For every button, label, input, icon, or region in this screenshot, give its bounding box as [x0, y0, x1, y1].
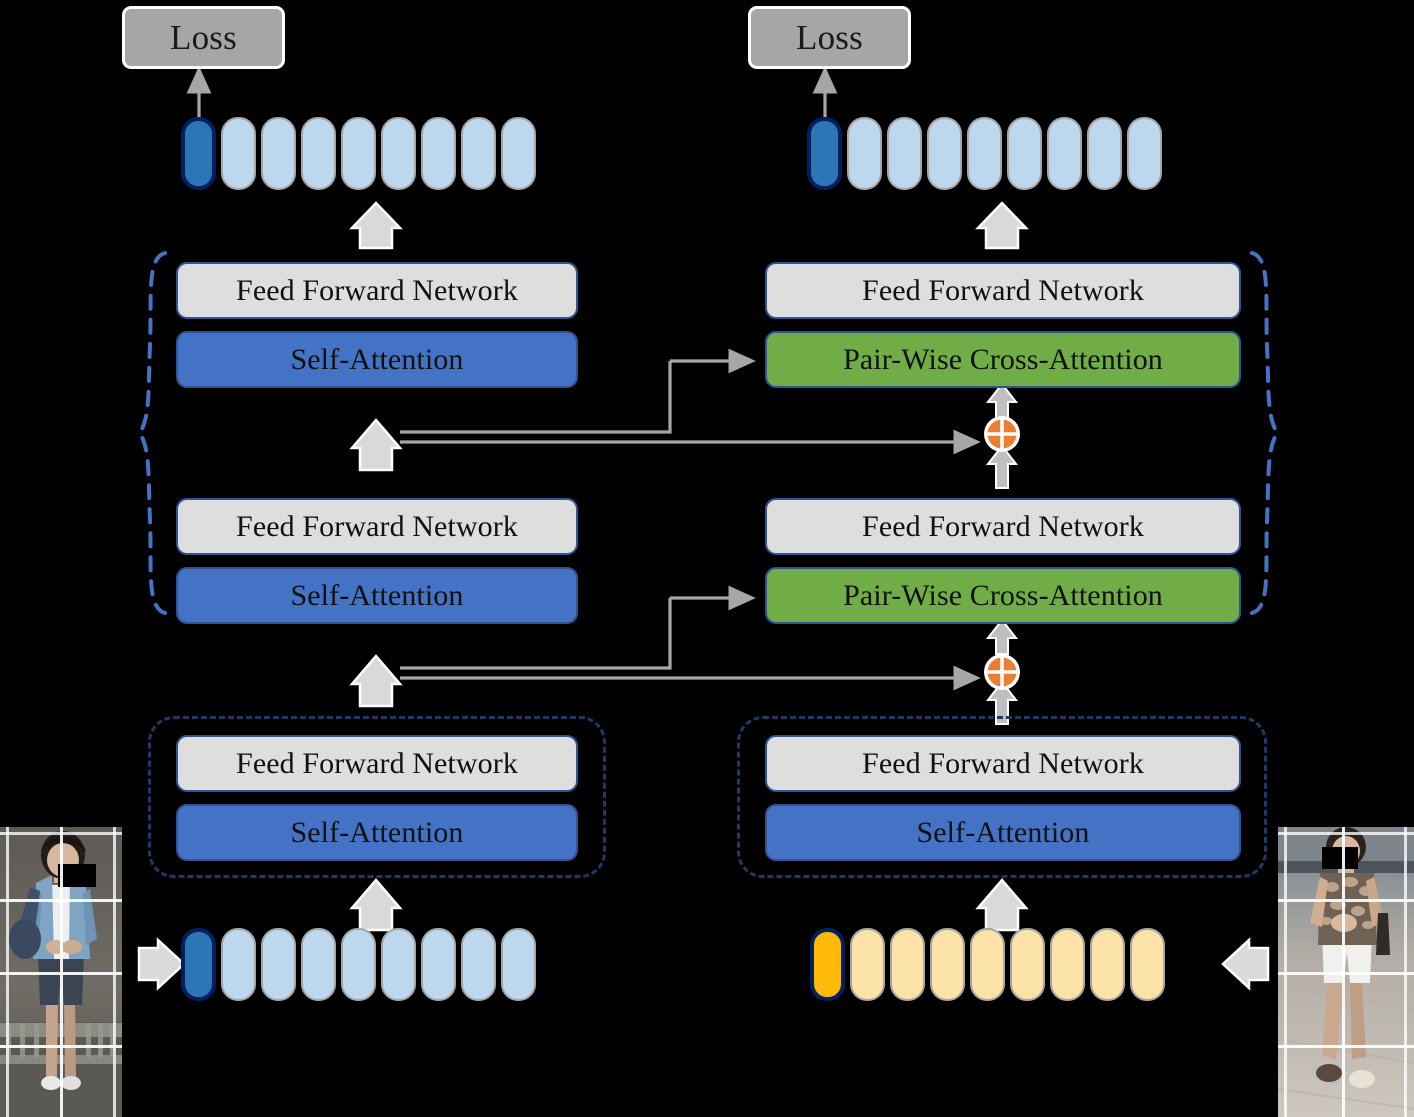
- patch-token: [1050, 928, 1085, 1001]
- self-attention-left-layer2: Self-Attention: [176, 567, 578, 624]
- ffn-left-layer2: Feed Forward Network: [176, 498, 578, 555]
- patch-token: [967, 117, 1002, 190]
- patch-token: [1047, 117, 1082, 190]
- patch-token: [301, 117, 336, 190]
- output-tokens-right: [807, 117, 1162, 190]
- patch-token: [341, 117, 376, 190]
- input-tokens-left: [181, 928, 536, 1001]
- patch-token: [381, 928, 416, 1001]
- person-image-right: [1278, 827, 1414, 1117]
- arrow-left-layer1-to-layer2: [349, 654, 403, 708]
- arrow-right-layer1-to-input: [975, 878, 1029, 932]
- patch-token: [1090, 928, 1125, 1001]
- person-image-left: [0, 827, 122, 1117]
- ffn-right-layer2: Feed Forward Network: [765, 498, 1241, 555]
- patch-token: [261, 117, 296, 190]
- arrow-add-lower-to-cross: [985, 618, 1019, 655]
- ffn-right-layer1: Feed Forward Network: [765, 735, 1241, 792]
- cls-token: [181, 117, 216, 190]
- patch-token: [927, 117, 962, 190]
- patch-grid-line: [0, 899, 122, 902]
- brace-right: [1250, 251, 1280, 615]
- self-attention-left-layer3: Self-Attention: [176, 331, 578, 388]
- patch-grid-line: [1278, 899, 1414, 902]
- loss-box-left: Loss: [122, 6, 285, 69]
- patch-token: [261, 928, 296, 1001]
- patch-grid-line: [0, 832, 122, 835]
- arrow-left-layer1-from-input: [349, 878, 403, 932]
- patch-grid-line: [1278, 1045, 1414, 1048]
- arrow-image-to-right-tokens: [1221, 937, 1270, 991]
- cross-attention-right-layer3: Pair-Wise Cross-Attention: [765, 331, 1241, 388]
- dashed-enclosure-right-layer1: [737, 716, 1267, 878]
- patch-token: [1007, 117, 1042, 190]
- patch-grid-line: [6, 827, 9, 1117]
- self-attention-right-layer1: Self-Attention: [765, 804, 1241, 861]
- self-attention-left-layer1: Self-Attention: [176, 804, 578, 861]
- patch-token: [970, 928, 1005, 1001]
- patch-token: [847, 117, 882, 190]
- patch-token: [221, 928, 256, 1001]
- patch-grid-line: [0, 1045, 122, 1048]
- patch-token: [221, 117, 256, 190]
- face-redaction-bar: [58, 864, 96, 887]
- arrow-right2-to-add-upper: [985, 444, 1019, 489]
- patch-token: [461, 928, 496, 1001]
- patch-token: [1087, 117, 1122, 190]
- patch-token: [890, 928, 925, 1001]
- cls-token: [181, 928, 216, 1001]
- patch-token: [381, 117, 416, 190]
- ffn-right-layer3: Feed Forward Network: [765, 262, 1241, 319]
- dashed-enclosure-left-layer1: [148, 716, 606, 878]
- arrow-right-layer3-to-output: [975, 201, 1029, 250]
- cls-token: [807, 117, 842, 190]
- arrow-left-layer2-to-layer3: [349, 418, 403, 472]
- patch-token: [301, 928, 336, 1001]
- ffn-left-layer1: Feed Forward Network: [176, 735, 578, 792]
- patch-token: [501, 117, 536, 190]
- arrow-add-upper-to-cross: [985, 382, 1019, 419]
- patch-grid-line: [0, 972, 122, 975]
- arrow-left-layer3-to-output: [349, 201, 403, 250]
- patch-grid-line: [1278, 972, 1414, 975]
- patch-token: [421, 117, 456, 190]
- patch-grid-line: [113, 827, 116, 1117]
- loss-box-right: Loss: [748, 6, 911, 69]
- patch-token: [850, 928, 885, 1001]
- brace-left: [137, 251, 167, 615]
- patch-token: [421, 928, 456, 1001]
- add-node-upper: [984, 416, 1020, 452]
- patch-grid-line: [1284, 827, 1287, 1117]
- patch-grid-line: [1404, 827, 1407, 1117]
- patch-token: [1010, 928, 1045, 1001]
- patch-token: [1130, 928, 1165, 1001]
- patch-token: [887, 117, 922, 190]
- patch-token: [501, 928, 536, 1001]
- arrow-image-to-left-tokens: [137, 937, 186, 991]
- ffn-left-layer3: Feed Forward Network: [176, 262, 578, 319]
- patch-grid-line: [1278, 832, 1414, 835]
- patch-token: [461, 117, 496, 190]
- patch-token: [341, 928, 376, 1001]
- cls-token: [810, 928, 845, 1001]
- face-redaction-bar: [1322, 847, 1358, 869]
- add-node-lower: [984, 654, 1020, 690]
- patch-token: [930, 928, 965, 1001]
- input-tokens-right: [810, 928, 1165, 1001]
- patch-token: [1127, 117, 1162, 190]
- output-tokens-left: [181, 117, 536, 190]
- cross-attention-right-layer2: Pair-Wise Cross-Attention: [765, 567, 1241, 624]
